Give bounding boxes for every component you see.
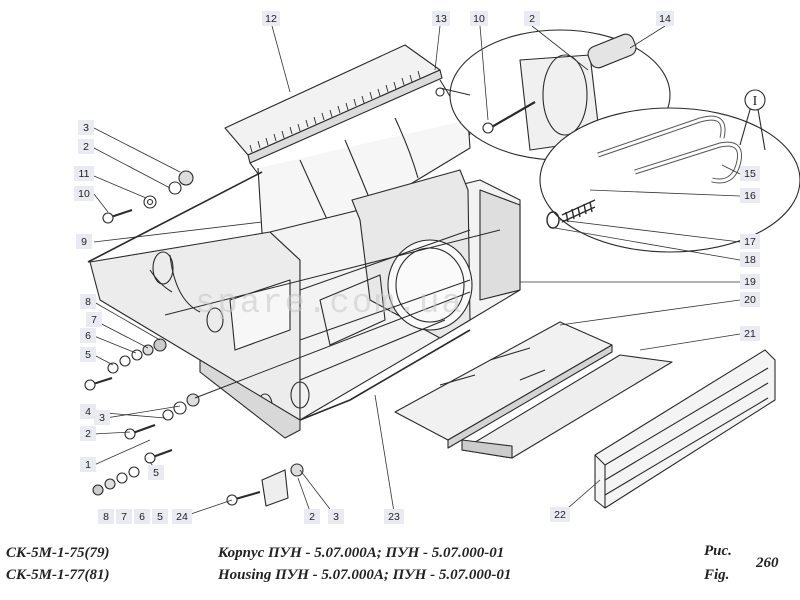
svg-text:10: 10 — [78, 188, 90, 200]
svg-text:18: 18 — [744, 254, 756, 266]
part-label-5-bottom: 5 — [152, 509, 168, 524]
svg-text:8: 8 — [103, 511, 109, 523]
svg-text:15: 15 — [744, 168, 756, 180]
part-label-10-top: 10 — [470, 11, 488, 26]
part-label-8-bottom: 8 — [98, 509, 114, 524]
part-label-3-bottom: 3 — [328, 509, 344, 524]
svg-text:7: 7 — [121, 511, 127, 523]
model-code-2: СК-5М-1-77(81) — [6, 567, 110, 583]
svg-text:12: 12 — [265, 13, 277, 25]
svg-text:10: 10 — [473, 13, 485, 25]
svg-text:6: 6 — [85, 330, 91, 342]
part-label-22: 22 — [550, 507, 570, 522]
part-label-5-mid: 5 — [80, 347, 96, 362]
svg-text:5: 5 — [85, 349, 91, 361]
part-label-6-bottom: 6 — [134, 509, 150, 524]
part-label-15: 15 — [740, 166, 760, 181]
top-hood-part — [224, 44, 471, 246]
part-label-20: 20 — [740, 292, 760, 307]
svg-text:21: 21 — [744, 328, 756, 340]
svg-text:6: 6 — [139, 511, 145, 523]
caption-title-ru: Корпус ПУН - 5.07.000А; ПУН - 5.07.000-0… — [218, 545, 505, 561]
part-label-16: 16 — [740, 188, 760, 203]
svg-text:5: 5 — [153, 467, 159, 479]
fastener-stack-bottom — [92, 449, 304, 507]
fastener-stack-upper — [102, 170, 194, 224]
svg-text:9: 9 — [81, 236, 87, 248]
part-label-7-mid: 7 — [86, 312, 102, 327]
part-label-4: 4 — [80, 404, 96, 419]
fig-number: 260 — [756, 555, 779, 571]
fastener-stack-middle — [84, 338, 167, 391]
part-label-21: 21 — [740, 326, 760, 341]
part-label-14: 14 — [656, 11, 674, 26]
part-label-24: 24 — [172, 509, 192, 524]
part-label-11: 11 — [74, 166, 94, 181]
watermark-text: spare.com.ua — [195, 285, 464, 323]
svg-text:20: 20 — [744, 294, 756, 306]
svg-text:3: 3 — [333, 511, 339, 523]
detail-callout-I: I — [753, 94, 758, 109]
part-label-6-mid: 6 — [80, 328, 96, 343]
part-label-23: 23 — [384, 509, 404, 524]
housing-frame — [89, 169, 521, 439]
fig-label-en: Fig. — [704, 567, 730, 583]
svg-text:3: 3 — [83, 122, 89, 134]
svg-text:5: 5 — [157, 511, 163, 523]
part-label-2-upper: 2 — [78, 139, 94, 154]
model-code-1: СК-5М-1-75(79) — [6, 545, 110, 561]
u-bolt-detail-inset — [539, 89, 800, 253]
part-label-13: 13 — [432, 11, 450, 26]
side-sheet-22 — [594, 349, 776, 509]
svg-text:1: 1 — [85, 459, 91, 471]
svg-text:11: 11 — [79, 168, 90, 180]
part-label-10-left: 10 — [74, 186, 94, 201]
svg-text:13: 13 — [435, 13, 447, 25]
svg-text:17: 17 — [744, 236, 756, 248]
svg-text:16: 16 — [744, 190, 756, 202]
part-label-2-mid: 2 — [80, 426, 96, 441]
part-label-3-upper: 3 — [78, 120, 94, 135]
part-label-7-bottom: 7 — [116, 509, 132, 524]
svg-text:14: 14 — [659, 13, 671, 25]
part-label-18: 18 — [740, 252, 760, 267]
part-label-17: 17 — [740, 234, 760, 249]
part-label-1: 1 — [80, 457, 96, 472]
svg-text:2: 2 — [529, 13, 535, 25]
part-label-8-mid: 8 — [80, 294, 96, 309]
svg-text:23: 23 — [388, 511, 400, 523]
cover-panel-20 — [394, 321, 613, 449]
part-label-9: 9 — [76, 234, 92, 249]
svg-text:4: 4 — [85, 406, 91, 418]
svg-text:22: 22 — [554, 509, 566, 521]
cover-panel-21 — [461, 354, 673, 459]
svg-text:19: 19 — [744, 276, 756, 288]
part-label-12: 12 — [262, 11, 280, 26]
svg-text:2: 2 — [309, 511, 315, 523]
svg-text:3: 3 — [99, 412, 105, 424]
caption-title-en: Housing ПУН - 5.07.000А; ПУН - 5.07.000-… — [218, 567, 512, 583]
svg-text:24: 24 — [176, 511, 188, 523]
part-label-2-bottom: 2 — [304, 509, 320, 524]
part-label-5-lower: 5 — [148, 465, 164, 480]
part-label-2-top: 2 — [524, 11, 540, 26]
part-label-19: 19 — [740, 274, 760, 289]
svg-text:2: 2 — [83, 141, 89, 153]
svg-text:8: 8 — [85, 296, 91, 308]
fastener-stack-lower — [124, 393, 200, 440]
svg-text:7: 7 — [91, 314, 97, 326]
part-label-3-mid: 3 — [94, 410, 110, 425]
fig-label-ru: Рис. — [704, 543, 732, 559]
svg-text:2: 2 — [85, 428, 91, 440]
